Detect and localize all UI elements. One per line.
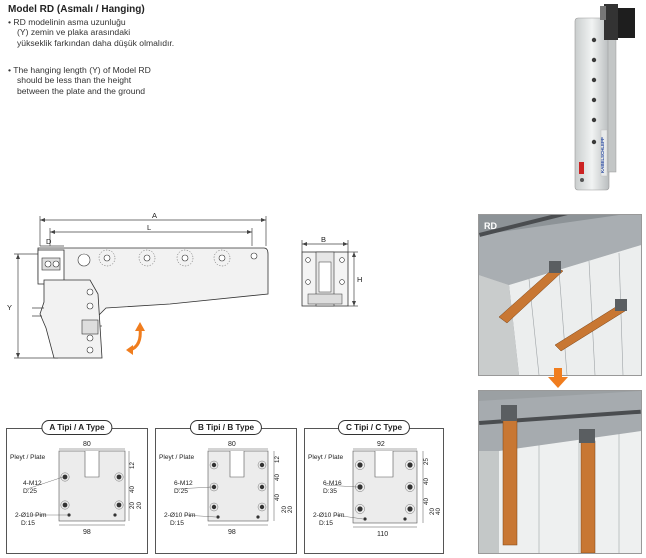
dim-b: B xyxy=(321,235,326,244)
type-b-top: 80 xyxy=(228,441,236,448)
product-image: KABELSCHLEPP xyxy=(574,4,635,191)
en-line-2: should be less than the height xyxy=(17,75,132,86)
en-line-1: • The hanging length (Y) of Model RD xyxy=(8,65,151,75)
type-c-pin: 2-Ø10 Pim xyxy=(313,512,345,519)
type-b-right-5: 20 xyxy=(287,506,294,513)
type-b-plate: Pleyt / Plate xyxy=(159,454,195,461)
dim-h: H xyxy=(357,275,362,284)
tr-line-1: • RD modelinin asma uzunluğu xyxy=(8,17,126,27)
type-c-bolt-d: D:35 xyxy=(323,488,337,495)
side-view-drawing: A L D Y X xyxy=(7,211,269,359)
type-a-bottom: 98 xyxy=(83,529,91,536)
dim-l: L xyxy=(147,223,151,232)
type-a-box: A Tipi / A Type 80 98 Pleyt / Plate 4-M1… xyxy=(6,420,148,554)
type-c-right-5: 40 xyxy=(435,508,442,515)
type-a-plate: Pleyt / Plate xyxy=(10,454,46,461)
type-a-drawing: 80 98 Pleyt / Plate 4-M12 D:25 2-Ø10 Pim… xyxy=(10,441,143,536)
type-a-right-3: 20 xyxy=(129,502,136,509)
type-b-right-4: 20 xyxy=(281,506,288,513)
end-view-drawing: B H xyxy=(301,235,362,307)
type-a-bolt: 4-M12 xyxy=(23,480,42,487)
tr-line-2: (Y) zemin ve plaka arasındaki xyxy=(17,27,131,38)
type-c-top: 92 xyxy=(377,441,385,448)
rd-label: RD xyxy=(484,221,497,231)
type-b-label: B Tipi / B Type xyxy=(189,420,263,435)
type-c-right-2: 40 xyxy=(423,478,430,485)
rd-photo-before: RD xyxy=(478,214,642,376)
type-a-right-4: 20 xyxy=(136,502,143,509)
rd-photo-after xyxy=(478,390,642,554)
type-c-box: C Tipi / C Type 92 110 Pleyt / Plate 6-M… xyxy=(304,420,444,554)
type-a-top: 80 xyxy=(83,441,91,448)
type-b-pin: 2-Ø10 Pim xyxy=(164,512,196,519)
type-c-bottom: 110 xyxy=(377,531,388,538)
type-c-label: C Tipi / C Type xyxy=(337,420,411,435)
type-b-right-1: 12 xyxy=(274,456,281,463)
type-a-label: A Tipi / A Type xyxy=(41,420,113,435)
en-line-3: between the plate and the ground xyxy=(17,85,146,96)
type-b-box: B Tipi / B Type 80 98 Pleyt / Plate 6-M1… xyxy=(155,420,297,554)
type-c-right-4: 20 xyxy=(429,508,436,515)
description-en: • The hanging length (Y) of Model RD sho… xyxy=(8,65,151,96)
description-tr: • RD modelinin asma uzunluğu (Y) zemin v… xyxy=(8,17,174,48)
type-b-bolt-d: D:25 xyxy=(174,488,188,495)
brand-label: KABELSCHLEPP xyxy=(600,137,605,173)
type-b-pin-d: D:15 xyxy=(170,520,184,527)
type-c-plate: Pleyt / Plate xyxy=(308,454,344,461)
dim-a: A xyxy=(152,211,157,220)
dim-d: D xyxy=(46,237,52,246)
type-c-bolt: 6-M16 xyxy=(323,480,342,487)
type-a-right-1: 12 xyxy=(129,462,136,469)
type-b-bottom: 98 xyxy=(228,529,236,536)
tr-line-3: yükseklik farkından daha düşük olmalıdır… xyxy=(17,37,175,48)
down-arrow-icon xyxy=(548,368,568,388)
model-title: Model RD (Asmalı / Hanging) xyxy=(8,4,145,15)
type-b-right-2: 40 xyxy=(274,474,281,481)
type-c-right-3: 40 xyxy=(423,498,430,505)
type-a-pin: 2-Ø10 Pim xyxy=(15,512,47,519)
type-c-right-1: 25 xyxy=(423,458,430,465)
type-c-drawing: 92 110 Pleyt / Plate 6-M16 D:35 2-Ø10 Pi… xyxy=(308,441,442,538)
type-b-right-3: 40 xyxy=(274,494,281,501)
dim-y: Y xyxy=(7,303,12,312)
type-a-pin-d: D:15 xyxy=(21,520,35,527)
type-a-right-2: 40 xyxy=(129,486,136,493)
type-c-pin-d: D:15 xyxy=(319,520,333,527)
type-b-drawing: 80 98 Pleyt / Plate 6-M12 D:25 2-Ø10 Pim… xyxy=(159,441,294,536)
type-a-bolt-d: D:25 xyxy=(23,488,37,495)
type-b-bolt: 6-M12 xyxy=(174,480,193,487)
